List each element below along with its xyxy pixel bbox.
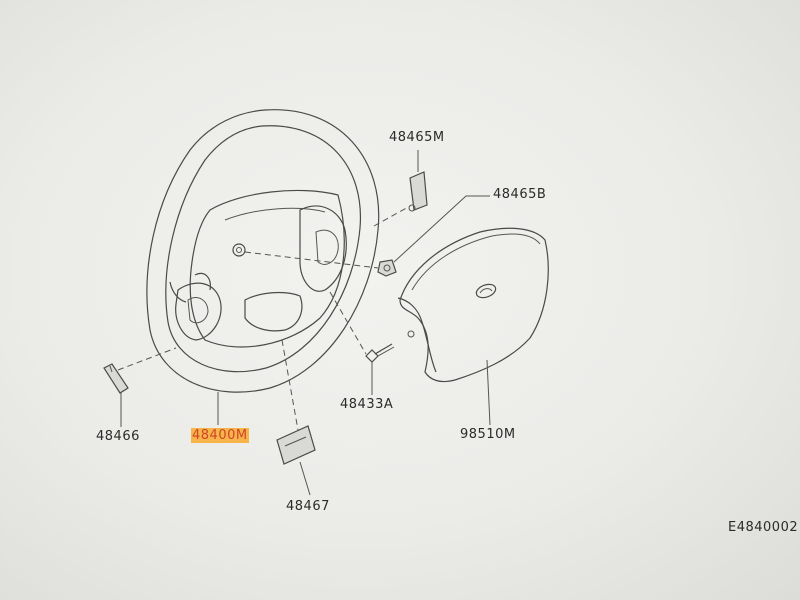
airbag-module-drawing xyxy=(397,227,549,383)
label-48465b: 48465B xyxy=(493,187,547,202)
bracket-48465m-drawing xyxy=(408,171,428,212)
assembly-line-bottom-cover xyxy=(281,339,299,431)
leader-48467 xyxy=(299,461,311,496)
label-98510m: 98510M xyxy=(460,427,516,442)
nut-48465b-drawing xyxy=(377,259,397,277)
assembly-line-left-cover xyxy=(117,347,177,371)
label-figure-code: E4840002 xyxy=(728,520,799,535)
label-48467: 48467 xyxy=(286,499,330,514)
label-48400m-highlighted: 48400M xyxy=(191,428,249,443)
leader-98510m xyxy=(486,359,491,426)
bottom-cover-48467-drawing xyxy=(276,425,316,465)
label-48466: 48466 xyxy=(96,429,140,444)
label-48465m: 48465M xyxy=(389,130,445,145)
label-48433a: 48433A xyxy=(340,397,394,412)
assembly-line-bolt xyxy=(329,291,367,355)
assembly-line-bracket xyxy=(373,205,411,227)
assembly-line-nut xyxy=(244,251,379,269)
bolt-48433a-drawing xyxy=(365,330,415,363)
steering-wheel-drawing xyxy=(146,109,380,393)
left-cover-48466-drawing xyxy=(103,363,129,394)
leader-48465b xyxy=(393,195,490,263)
